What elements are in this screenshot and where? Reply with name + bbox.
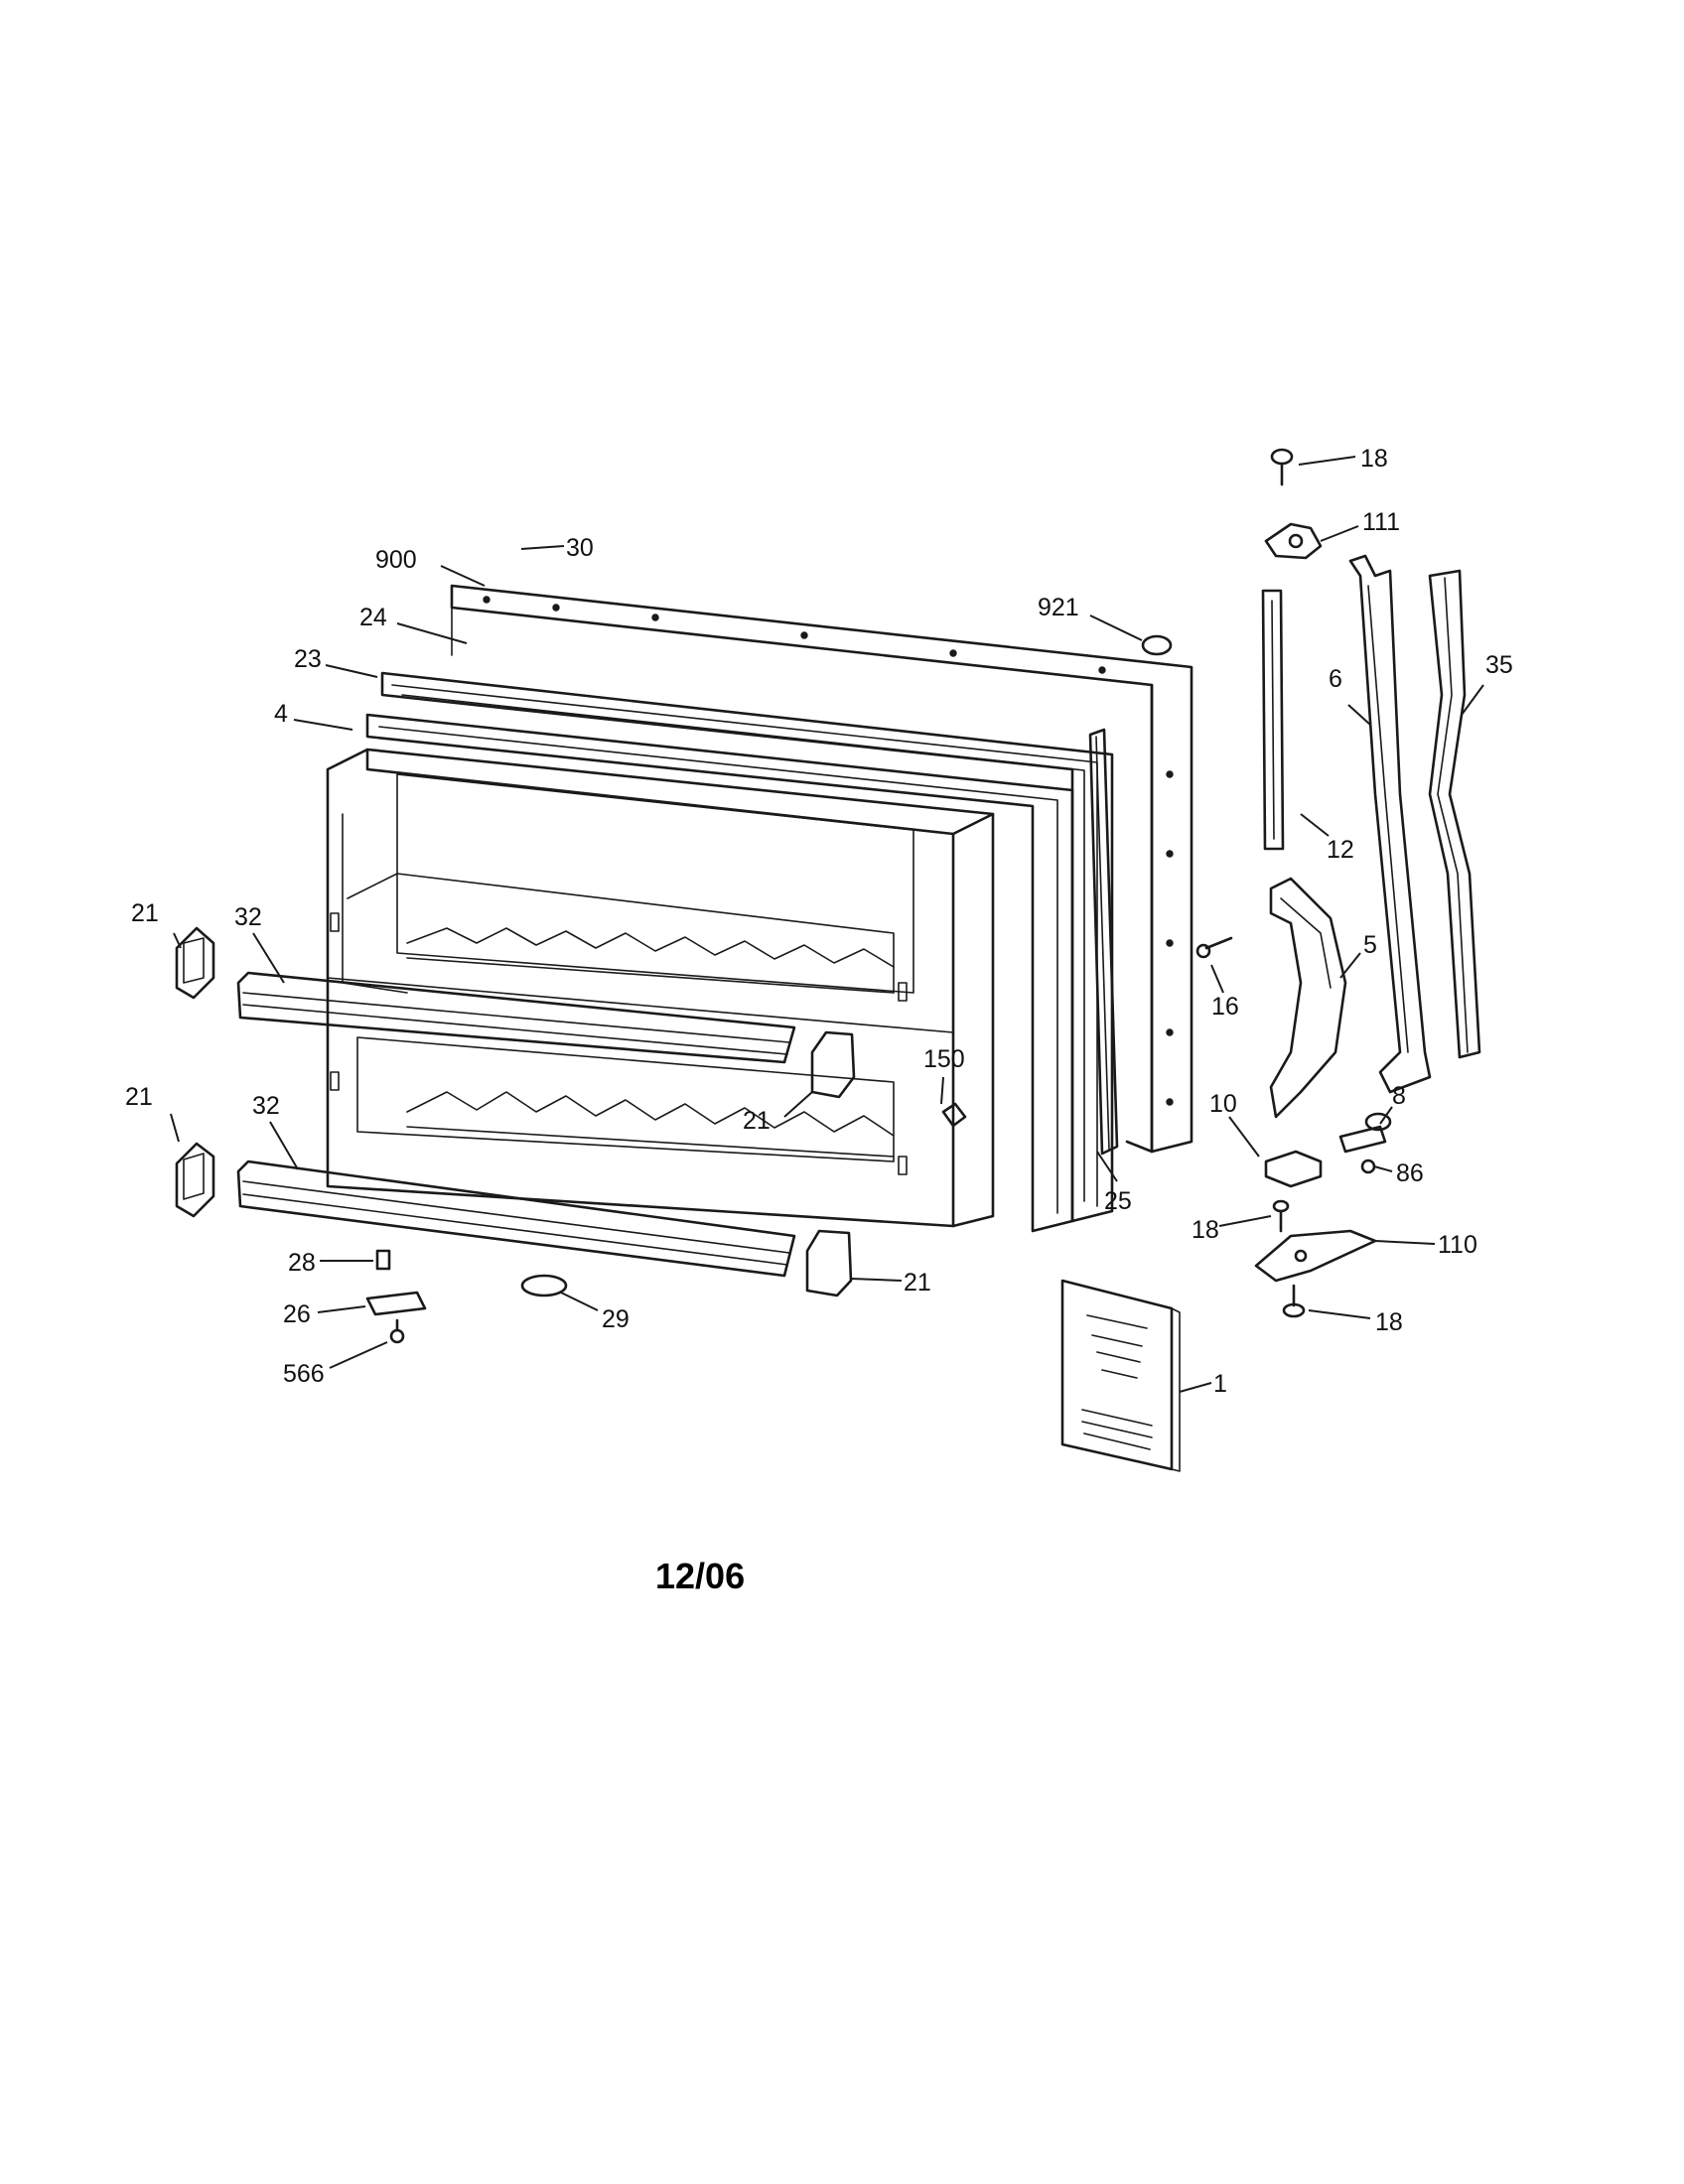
callout-921: 921: [1038, 594, 1079, 621]
callout-25: 25: [1104, 1187, 1132, 1215]
leader-lines: [170, 456, 1484, 1393]
callout-10: 10: [1209, 1090, 1237, 1118]
callout-150: 150: [923, 1045, 965, 1073]
callout-21-upper-left: 21: [131, 899, 159, 927]
owners-manual-1: [1060, 1279, 1181, 1472]
shelf-end-cap-upper-left: [175, 926, 215, 1000]
screw-18-mid: [1272, 1199, 1290, 1233]
trim-strip-35: [1428, 569, 1481, 1059]
door-shelf-bar-lower: [236, 1160, 796, 1278]
callout-28: 28: [288, 1249, 316, 1277]
door-liner-frame: [365, 713, 1074, 1233]
bottom-hinge-110: [1254, 1229, 1377, 1283]
shelf-end-cap-bottom: [805, 1229, 853, 1297]
shelf-end-cap-mid: [810, 1030, 856, 1099]
shelf-end-cap-lower-left: [175, 1142, 215, 1218]
callout-5: 5: [1363, 931, 1377, 959]
callout-111: 111: [1362, 508, 1400, 536]
screw-86: [1360, 1159, 1376, 1174]
callout-566: 566: [283, 1360, 325, 1388]
callout-35: 35: [1485, 651, 1513, 679]
breaker-strip: [1088, 728, 1119, 1156]
callout-8: 8: [1392, 1082, 1406, 1110]
callout-labels: 18 111 30 900 921 24 23 4 6 35 12 5 16 2…: [125, 445, 1513, 1398]
lower-shelf-ribs: [406, 1091, 895, 1158]
small-hardware-left: [365, 1102, 967, 1344]
callout-21-bottom: 21: [904, 1269, 931, 1297]
callout-21-lower-left: 21: [125, 1083, 153, 1111]
callout-26: 26: [283, 1300, 311, 1328]
callout-86: 86: [1396, 1160, 1424, 1187]
callout-12: 12: [1327, 836, 1354, 864]
hinge-bracket-6: [1348, 554, 1432, 1094]
callout-30: 30: [566, 534, 594, 562]
handle-strip-12: [1261, 589, 1285, 851]
upper-shelf-ribs: [406, 927, 895, 994]
footer-date: 12/06: [655, 1556, 745, 1596]
hinge-cover-111: [1264, 522, 1323, 560]
hinge-pin-8: [1338, 1112, 1392, 1154]
plug-button-921: [1141, 634, 1173, 656]
screw-16: [1195, 936, 1233, 959]
callout-32-lower: 32: [252, 1092, 280, 1120]
callout-1: 1: [1213, 1370, 1227, 1398]
door-outer-panel: [450, 584, 1193, 1154]
callout-900: 900: [375, 546, 417, 574]
screw-18-bottom: [1282, 1284, 1306, 1318]
callout-29: 29: [602, 1305, 630, 1333]
callout-16: 16: [1211, 993, 1239, 1021]
callout-32-upper: 32: [234, 903, 262, 931]
callout-23: 23: [294, 645, 322, 673]
handle-5: [1269, 877, 1347, 1119]
callout-18-top: 18: [1360, 445, 1388, 473]
callout-4: 4: [274, 700, 288, 728]
bracket-10: [1264, 1150, 1323, 1188]
door-shelf-bar-upper: [236, 971, 796, 1064]
inner-door-liner: [326, 748, 995, 1228]
screw-18-top: [1270, 448, 1294, 486]
callout-18-mid: 18: [1192, 1216, 1219, 1244]
callout-21-mid: 21: [743, 1107, 771, 1135]
callout-110: 110: [1438, 1231, 1477, 1259]
callout-24: 24: [359, 604, 387, 631]
callout-6: 6: [1329, 665, 1342, 693]
callout-18-bottom: 18: [1375, 1308, 1403, 1336]
